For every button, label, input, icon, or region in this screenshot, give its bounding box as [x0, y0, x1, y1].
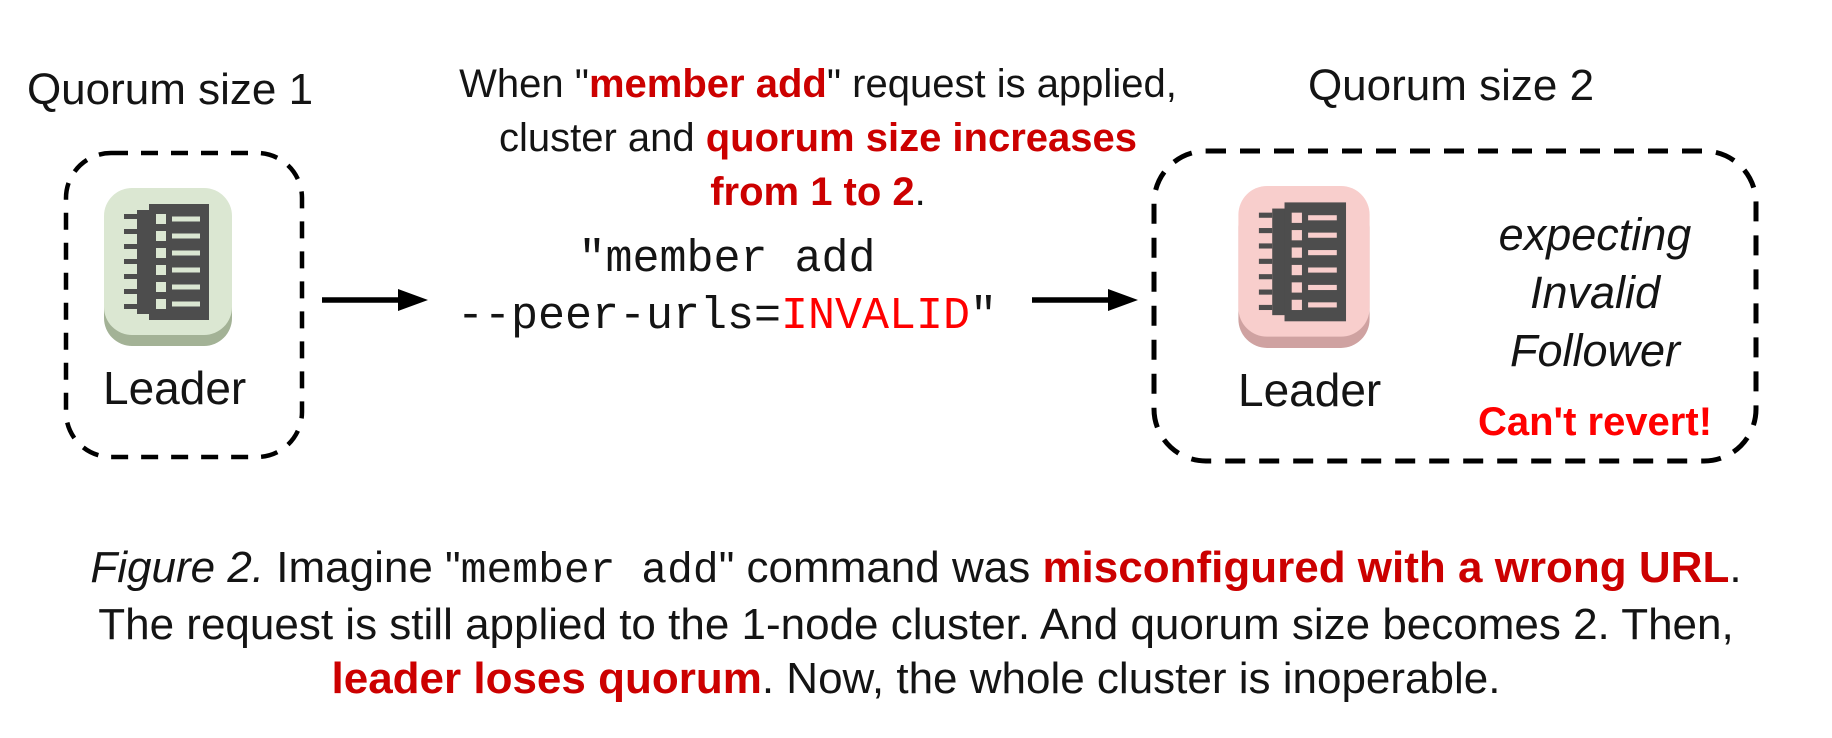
annotation-highlight: from 1 to 2 [710, 170, 915, 214]
annotation-line-1: When "member add" request is applied, [448, 57, 1188, 111]
command-invalid-value: INVALID [781, 291, 971, 342]
status-line: expecting [1498, 209, 1692, 260]
caption-highlight: leader loses quorum [331, 654, 762, 703]
caption-line-2: The request is still applied to the 1-no… [98, 600, 1734, 649]
annotation-highlight: member add [588, 62, 827, 106]
caption-text: " [445, 543, 461, 592]
caption-text: command was [734, 543, 1043, 592]
left-cluster-title: Quorum size 1 [26, 65, 314, 114]
annotation-text: When " [459, 62, 589, 106]
member-add-annotation: When "member add" request is applied, cl… [448, 57, 1188, 219]
member-add-command: "member add --peer-urls=INVALID" [417, 231, 1037, 345]
figure-caption: Figure 2. Imagine "member add" command w… [0, 541, 1832, 706]
status-line: Follower [1509, 325, 1681, 376]
caption-line-1: Figure 2. Imagine "member add" command w… [0, 541, 1832, 598]
caption-text: Imagine [264, 543, 446, 592]
arrow-right-icon [322, 289, 428, 311]
right-cluster-title: Quorum size 2 [1307, 61, 1595, 110]
cant-revert-warning: Can't revert! [1477, 400, 1713, 444]
command-flag: --peer-urls= [456, 291, 781, 342]
left-cluster-boundary [63, 150, 305, 460]
annotation-highlight: quorum size increases [705, 116, 1138, 160]
arrow-right-icon [1032, 289, 1138, 311]
command-line-1: "member add [578, 234, 876, 285]
right-node-label: Leader [1238, 364, 1382, 416]
leader-node-stuck: Leader [1238, 186, 1382, 416]
expecting-follower-note: expecting Invalid Follower [1425, 206, 1765, 380]
raft-log-icon [1238, 186, 1370, 350]
annotation-text: . [914, 170, 926, 214]
annotation-line-2: cluster and quorum size increases [448, 111, 1188, 165]
caption-highlight: misconfigured with a wrong URL [1042, 543, 1730, 592]
caption-line-3: leader loses quorum. Now, the whole clus… [0, 652, 1832, 706]
status-line: Invalid [1529, 267, 1661, 318]
caption-text: . Now, the whole cluster is inoperable. [761, 654, 1501, 703]
leader-node-healthy: Leader [103, 188, 247, 414]
command-line-2: --peer-urls=INVALID" [417, 288, 1037, 345]
figure-label: Figure 2. [90, 543, 265, 592]
caption-text: " [718, 543, 735, 592]
caption-text: . [1729, 543, 1742, 592]
left-node-label: Leader [103, 362, 247, 414]
annotation-line-3: from 1 to 2. [448, 165, 1188, 219]
command-close-quote: " [970, 291, 998, 342]
raft-log-icon [103, 188, 233, 348]
right-cluster-boundary [1151, 148, 1759, 464]
annotation-text: cluster and [498, 116, 706, 160]
annotation-text: " request is applied, [826, 62, 1177, 106]
caption-code: member add [460, 546, 719, 595]
